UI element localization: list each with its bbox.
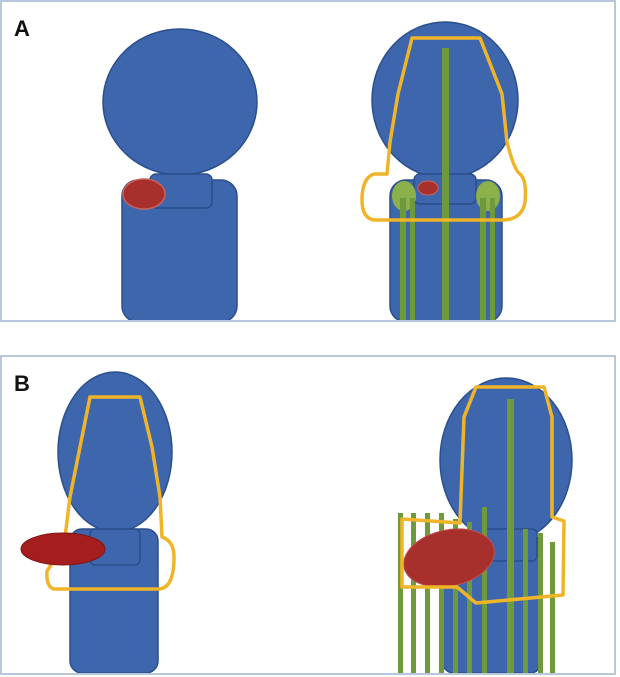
panel-a-figure <box>102 21 528 320</box>
lesion-b-left <box>20 532 106 566</box>
beam-b-5 <box>453 519 458 673</box>
beam-a-left-2 <box>410 198 415 320</box>
panel-b-figure <box>20 371 573 673</box>
figure-a-left <box>102 28 258 320</box>
field-outline-a <box>360 36 528 222</box>
panel-a: A <box>0 0 616 322</box>
panel-b-label: B <box>14 371 30 396</box>
figure-a-right <box>360 21 528 320</box>
field-outline-b-right <box>400 385 566 605</box>
beam-a-left-1 <box>400 198 406 320</box>
beam-b-3 <box>425 513 430 673</box>
figure-b-right <box>398 377 573 673</box>
beam-b-7 <box>482 507 487 673</box>
beam-a-center <box>442 48 449 320</box>
beam-b-2 <box>411 513 416 673</box>
beam-b-4 <box>439 513 444 673</box>
beam-b-8 <box>507 399 514 673</box>
beams-b-right <box>398 399 555 673</box>
beam-b-9 <box>523 529 528 673</box>
beam-a-right-2 <box>490 198 495 320</box>
beam-b-11 <box>550 542 555 673</box>
head-a-left <box>102 28 258 176</box>
beam-b-1 <box>398 513 403 673</box>
node-right-a <box>476 181 500 211</box>
lesion-a-left <box>122 178 166 210</box>
figure-b-left <box>20 371 176 673</box>
beam-a-right-1 <box>480 198 486 320</box>
lesion-a-right <box>417 180 439 196</box>
panel-a-label: A <box>14 16 30 41</box>
beam-b-10 <box>538 533 543 673</box>
field-outline-b-left <box>45 395 176 591</box>
panel-b: B <box>0 355 616 675</box>
